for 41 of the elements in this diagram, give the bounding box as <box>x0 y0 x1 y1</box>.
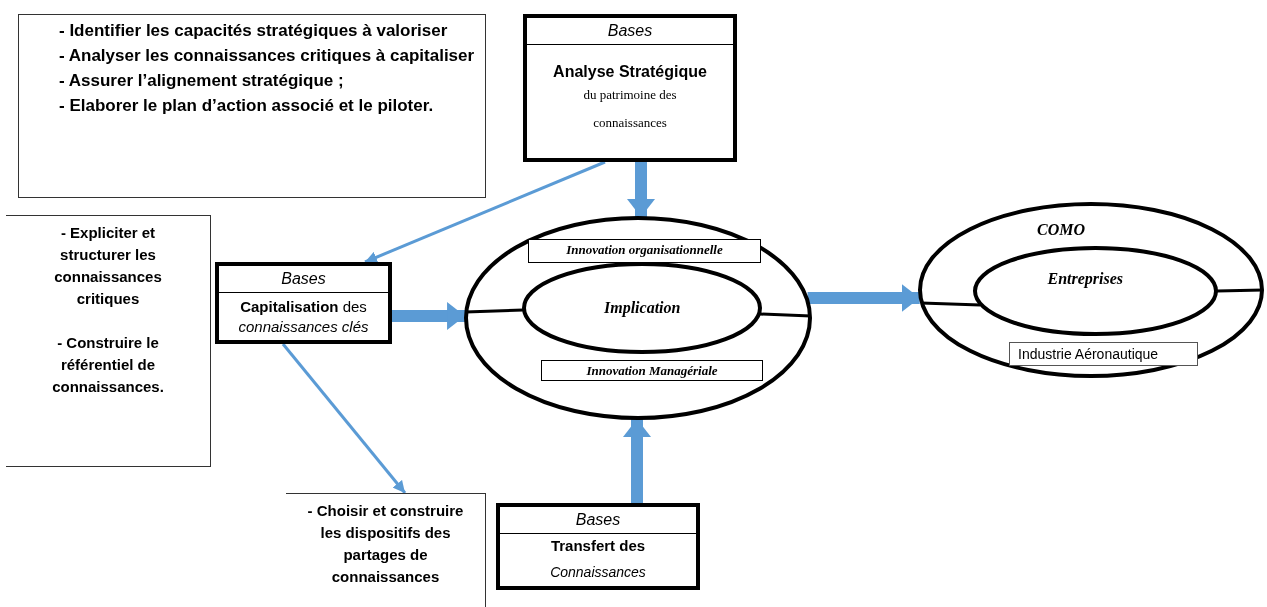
label: Connaissances <box>550 564 646 580</box>
text-box <box>18 14 486 198</box>
label: Innovation Managériale <box>585 362 719 380</box>
list-item: - Choisir et construire les dispositifs des partages de connaissances <box>306 501 465 587</box>
arrow <box>623 419 651 503</box>
arrow <box>364 160 606 264</box>
label-box <box>541 360 763 381</box>
list-item: - Construire le référentiel de connaissances. <box>51 333 165 397</box>
box-heading: Bases <box>219 266 388 293</box>
list-item: - Assurer l’alignement stratégique ; <box>59 70 345 92</box>
text-box <box>286 493 486 607</box>
ellipse <box>464 216 812 420</box>
text-box <box>6 215 211 467</box>
label: COMO <box>1037 221 1085 239</box>
arrow <box>627 162 655 217</box>
box-heading: Bases <box>500 507 696 534</box>
list-item: - Analyser les connaissances critiques à capitaliser <box>59 45 476 67</box>
label: Implication <box>604 299 681 317</box>
ellipse <box>522 262 762 354</box>
arrow <box>281 343 407 494</box>
titled-box <box>496 503 700 590</box>
arrow <box>392 302 466 330</box>
list-item: - Identifier les capacités stratégiques à valoriser <box>59 20 449 42</box>
ellipse <box>918 202 1264 378</box>
label: Entreprises <box>1047 270 1124 288</box>
titled-box <box>523 14 737 162</box>
label: Innovation organisationnelle <box>565 241 724 259</box>
label: Capitalisation des connaissances clés <box>237 297 370 337</box>
titled-box <box>215 262 392 344</box>
list-item: - Elaborer le plan d’action associé et le piloter. <box>59 95 435 117</box>
list-item: - Expliciter et structurer les connaissances critiques <box>53 223 163 309</box>
label-box <box>528 239 761 263</box>
label: Analyse Stratégique <box>553 63 707 81</box>
label-box <box>1009 342 1198 366</box>
label: du patrimoine des connaissances <box>582 86 678 132</box>
label: Industrie Aéronautique <box>1018 345 1160 364</box>
ellipse <box>973 246 1218 336</box>
arrow <box>807 284 920 312</box>
label: Transfert des <box>550 537 646 554</box>
connector-line <box>465 308 524 314</box>
box-heading: Bases <box>527 18 733 45</box>
